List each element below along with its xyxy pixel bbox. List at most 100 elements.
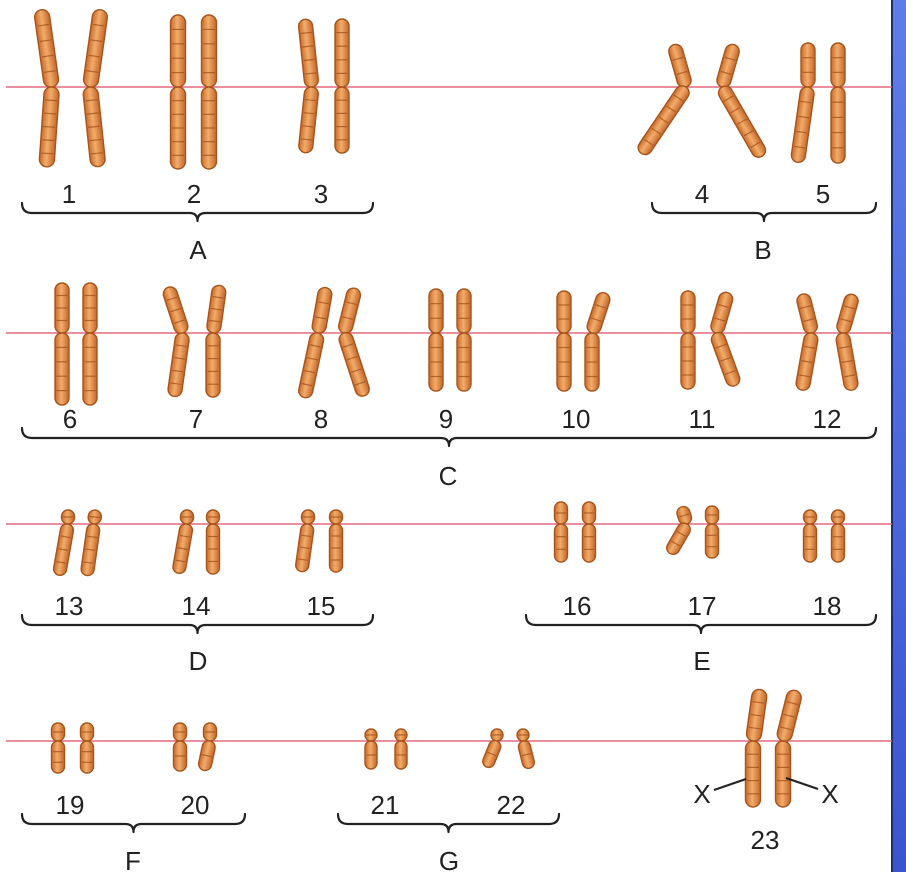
pair-7 — [162, 284, 227, 397]
group-label-e: E — [693, 646, 710, 676]
pair-17-chromatid-1 — [664, 505, 693, 557]
chromosome-label-4: 4 — [695, 179, 709, 209]
pair-1 — [34, 9, 109, 168]
pair-8-chromatid-1 — [297, 286, 332, 399]
chromosome-label-13: 13 — [55, 591, 84, 621]
chromosome-label-2: 2 — [187, 179, 201, 209]
chromosome-label-11: 11 — [689, 404, 716, 434]
side-panel — [892, 0, 906, 872]
pair-1-chromatid-1 — [34, 9, 60, 168]
brace-b — [652, 203, 876, 221]
pair-22-chromatid-1 — [481, 729, 503, 769]
group-label-f: F — [125, 846, 141, 872]
pair-4-chromatid-1 — [635, 43, 692, 157]
pair-17 — [664, 505, 718, 558]
pair-5 — [790, 43, 845, 163]
sex-chromosome-label-left: X — [693, 779, 710, 809]
pair-23-chromatid-1 — [746, 688, 768, 807]
pair-20-chromatid-1 — [174, 723, 187, 771]
group-label-d: D — [189, 646, 208, 676]
pair-5-chromatid-2 — [831, 43, 845, 163]
pair-2-chromatid-2 — [202, 15, 217, 169]
pair-12-chromatid-1 — [795, 292, 819, 391]
chromosome-label-8: 8 — [314, 404, 328, 434]
pair-18-chromatid-1 — [804, 510, 817, 562]
pair-10 — [557, 291, 612, 391]
pair-22-chromatid-2 — [517, 729, 536, 770]
pair-16-chromatid-2 — [583, 502, 596, 562]
pair-21-chromatid-2 — [395, 729, 407, 769]
pair-14-chromatid-2 — [207, 510, 220, 574]
pair-20-chromatid-2 — [197, 723, 216, 772]
pair-18-chromatid-2 — [832, 510, 845, 562]
pair-16 — [555, 502, 596, 562]
chromosome-label-6: 6 — [63, 404, 77, 434]
pair-22 — [481, 729, 536, 770]
pair-2 — [171, 15, 217, 169]
pair-4 — [635, 43, 768, 160]
pair-10-chromatid-2 — [585, 291, 612, 391]
pair-12 — [795, 292, 860, 391]
pair-11 — [681, 291, 742, 389]
pair-9-chromatid-1 — [429, 289, 443, 391]
chromosome-label-12: 12 — [813, 404, 842, 434]
pair-19 — [52, 723, 94, 773]
pair-8-chromatid-2 — [337, 287, 371, 398]
group-label-c: C — [439, 461, 458, 491]
pair-8 — [297, 286, 371, 399]
x-pointer-left — [714, 779, 746, 790]
pair-14 — [172, 510, 220, 574]
pair-13 — [53, 509, 102, 576]
pair-3-chromatid-2 — [335, 19, 349, 153]
pair-13-chromatid-1 — [53, 510, 75, 576]
chromosome-label-10: 10 — [562, 404, 591, 434]
sex-chromosome-label-right: X — [821, 779, 838, 809]
chromosome-label-18: 18 — [813, 591, 842, 621]
pair-12-chromatid-2 — [835, 293, 860, 392]
chromosome-label-19: 19 — [56, 790, 85, 820]
pair-9 — [429, 289, 471, 391]
pair-6 — [55, 283, 97, 405]
pair-15-chromatid-2 — [330, 510, 343, 572]
chromosome-label-9: 9 — [439, 404, 453, 434]
pair-23 — [746, 688, 803, 807]
pair-18 — [804, 510, 845, 562]
pair-21-chromatid-1 — [365, 729, 377, 769]
pair-6-chromatid-2 — [83, 283, 97, 405]
chromosome-label-20: 20 — [181, 790, 210, 820]
pair-3 — [298, 19, 349, 154]
pair-13-chromatid-2 — [80, 509, 102, 576]
pair-3-chromatid-1 — [298, 19, 319, 154]
chromosome-label-5: 5 — [816, 179, 830, 209]
chromosome-label-21: 21 — [371, 790, 400, 820]
chromosome-label-15: 15 — [307, 591, 336, 621]
pair-7-chromatid-1 — [162, 285, 190, 397]
pair-2-chromatid-1 — [171, 15, 186, 169]
pair-15 — [295, 510, 343, 572]
pair-1-chromatid-2 — [83, 9, 109, 168]
pair-11-chromatid-1 — [681, 291, 695, 389]
pair-16-chromatid-1 — [555, 502, 568, 562]
pair-17-chromatid-2 — [706, 506, 719, 558]
group-label-g: G — [439, 846, 459, 872]
pair-14-chromatid-1 — [172, 510, 194, 574]
chromosome-label-16: 16 — [563, 591, 592, 621]
pair-15-chromatid-1 — [295, 510, 315, 572]
chromosome-label-3: 3 — [314, 179, 328, 209]
pair-19-chromatid-2 — [81, 723, 94, 773]
pair-19-chromatid-1 — [52, 723, 65, 773]
pair-9-chromatid-2 — [457, 289, 471, 391]
pair-5-chromatid-1 — [790, 43, 815, 163]
pair-20 — [174, 723, 217, 772]
pair-6-chromatid-1 — [55, 283, 69, 405]
group-label-b: B — [754, 235, 771, 265]
pair-11-chromatid-2 — [709, 291, 741, 388]
pair-23-chromatid-2 — [776, 689, 803, 807]
pair-10-chromatid-1 — [557, 291, 571, 391]
pair-4-chromatid-2 — [715, 43, 768, 160]
pair-21 — [365, 729, 407, 769]
chromosome-label-1: 1 — [62, 179, 76, 209]
chromosome-label-14: 14 — [182, 591, 211, 621]
